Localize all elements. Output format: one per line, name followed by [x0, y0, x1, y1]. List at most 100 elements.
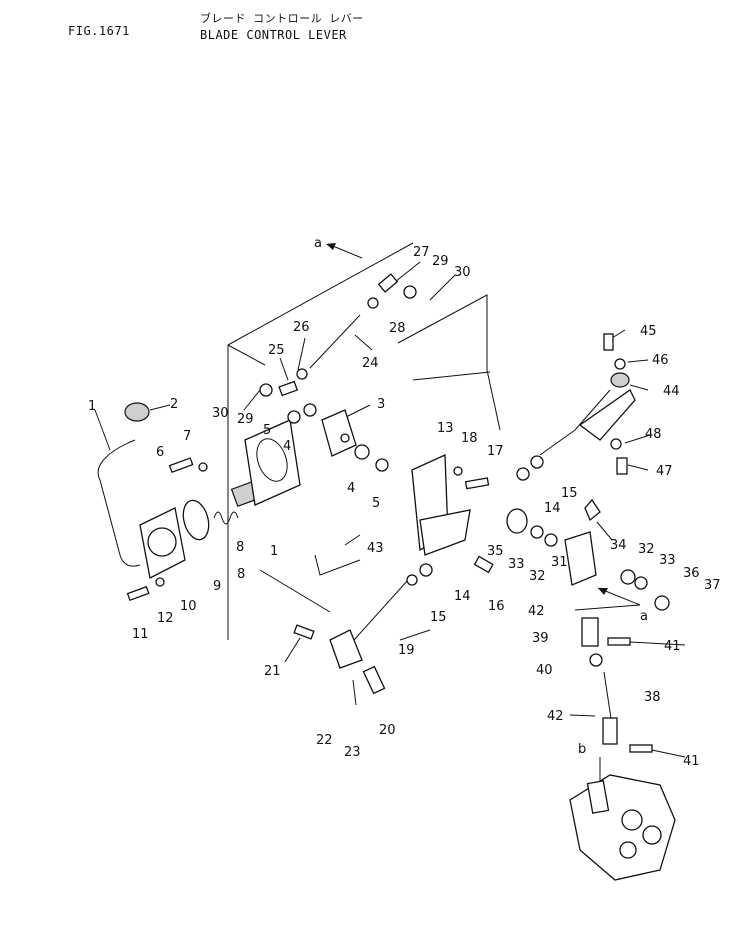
part-38-rod [602, 671, 618, 745]
control-valve-body [569, 774, 676, 881]
part-40-nut [589, 653, 603, 667]
part-36-washer [654, 595, 670, 611]
part-2-cap [124, 402, 150, 422]
part-5-bushing [303, 403, 389, 472]
part-26-nut [296, 368, 308, 380]
callout: 6 [156, 445, 164, 460]
part-45-bolt [603, 333, 614, 351]
part-10-flange-plate [139, 507, 186, 579]
part-24-rod [309, 314, 361, 369]
part-1-tube [97, 439, 141, 567]
callout: 35 [487, 544, 504, 559]
part-19-lever-shaft [329, 579, 409, 669]
callout: 12 [157, 611, 174, 626]
callout: 47 [656, 464, 673, 479]
callout: 1 [88, 399, 96, 414]
callout: 38 [644, 690, 661, 705]
part-15-bushing [406, 455, 544, 586]
part-13-bracket [411, 454, 471, 556]
part-14-bushing [419, 467, 530, 577]
part-39-clevis [581, 617, 599, 647]
callout: 36 [683, 566, 700, 581]
callout: 16 [488, 599, 505, 614]
callout: 41 [664, 639, 681, 654]
part-27-end [377, 273, 399, 293]
callout: 32 [529, 569, 546, 584]
part-6-bolt [168, 457, 194, 474]
view-arrow-a-top [326, 243, 363, 259]
callout: 33 [659, 553, 676, 568]
callout: 32 [638, 542, 655, 557]
callout: 18 [461, 431, 478, 446]
callout: 45 [640, 324, 657, 339]
callout: 14 [454, 589, 471, 604]
part-48-washer [610, 438, 622, 450]
view-ref-b: b [578, 742, 586, 757]
callout: 41 [683, 754, 700, 769]
part-20-pin [362, 665, 386, 695]
callout: 34 [610, 538, 627, 553]
part-29-nut-left [259, 383, 273, 397]
part-33-bushing [530, 525, 648, 590]
view-arrow-a-right [597, 587, 641, 606]
callout: 42 [547, 709, 564, 724]
callout: 5 [372, 496, 380, 511]
part-9-diaphragm [182, 499, 210, 541]
part-18-washer [453, 466, 463, 476]
callout: 5 [263, 423, 271, 438]
callout: 3 [377, 397, 385, 412]
callout: 17 [487, 444, 504, 459]
part-35-sleeve [506, 508, 528, 534]
part-7-washer [198, 462, 208, 472]
callout: 37 [704, 578, 721, 593]
callout: 30 [212, 406, 229, 421]
callout: 11 [132, 627, 149, 642]
part-17-bolt [464, 477, 490, 490]
part-16-fitting [473, 555, 494, 574]
view-ref-a-right: a [640, 609, 648, 624]
callout: 26 [293, 320, 310, 335]
callout: 10 [180, 599, 197, 614]
callout: 25 [268, 343, 285, 358]
callout: 43 [367, 541, 384, 556]
part-47-bolt [616, 457, 628, 475]
part-28-nut [367, 297, 379, 309]
callout: 2 [170, 397, 178, 412]
part-22-bolt [352, 679, 357, 706]
callout: 24 [362, 356, 379, 371]
callout: 1 [270, 544, 278, 559]
title-english: BLADE CONTROL LEVER [200, 28, 347, 42]
callout: 15 [430, 610, 447, 625]
callout: 40 [536, 663, 553, 678]
part-4-bushing [287, 410, 370, 460]
part-34-fitting [584, 498, 601, 522]
callout: 19 [398, 643, 415, 658]
part-3-block [321, 409, 357, 457]
callout: 14 [544, 501, 561, 516]
part-12-washer [155, 577, 165, 587]
part-25-rod-end [278, 380, 299, 397]
callout: 29 [237, 412, 254, 427]
title-japanese: ブレード コントロール レバー [200, 12, 364, 25]
frame-outline [227, 242, 501, 640]
callout: 33 [508, 557, 525, 572]
callout: 21 [264, 664, 281, 679]
part-8-spring [213, 511, 239, 525]
callout: 46 [652, 353, 669, 368]
leader-lines [94, 261, 686, 758]
part-41-bolt [607, 637, 653, 753]
gasket-plate [244, 419, 301, 506]
callouts: 1 1 2 3 4 4 5 5 6 7 8 8 9 10 11 12 13 14… [88, 245, 721, 769]
callout: 22 [316, 733, 333, 748]
callout: 23 [344, 745, 361, 760]
callout: 7 [183, 429, 191, 444]
callout: 39 [532, 631, 549, 646]
callout: 31 [551, 555, 568, 570]
callout: 13 [437, 421, 454, 436]
callout: 44 [663, 384, 680, 399]
callout: 8 [236, 540, 244, 555]
callout: 20 [379, 723, 396, 738]
view-ref-a-top: a [314, 236, 322, 251]
callout: 30 [454, 265, 471, 280]
